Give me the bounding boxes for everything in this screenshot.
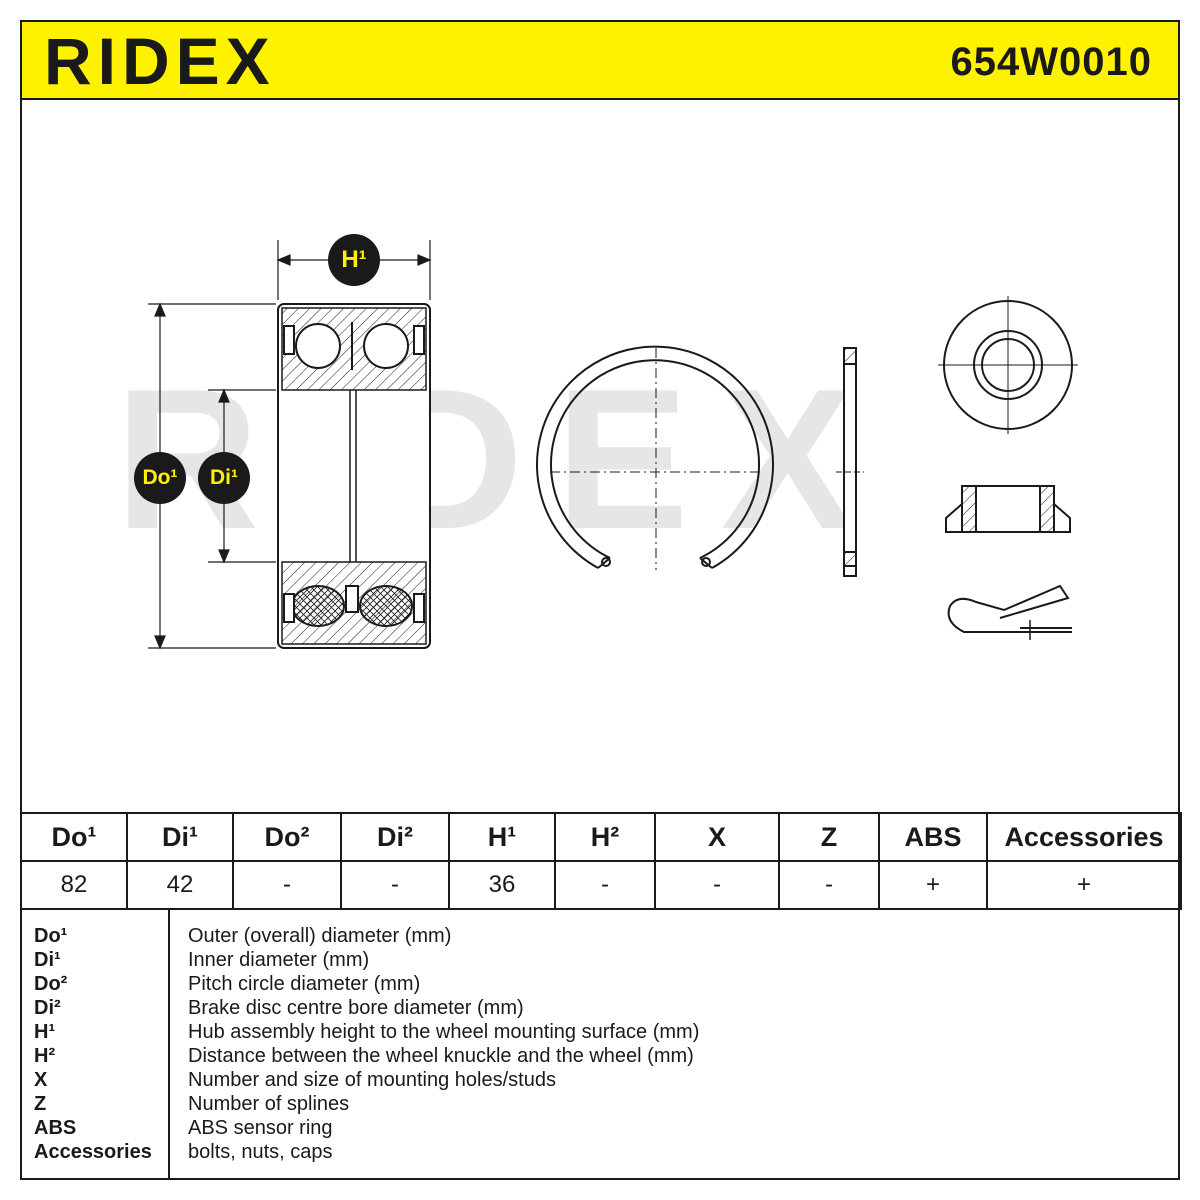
header-h2: H² [554, 812, 656, 862]
legend-row: Accessories bolts, nuts, caps [22, 1140, 1178, 1164]
header-do2: Do² [232, 812, 342, 862]
header-abs: ABS [878, 812, 988, 862]
legend-desc: Inner diameter (mm) [188, 949, 370, 971]
badge-di1: Di¹ [198, 452, 250, 504]
legend-desc: Number and size of mounting holes/studs [188, 1069, 556, 1091]
nut-side-view [945, 485, 1071, 533]
value-do1: 82 [20, 860, 128, 910]
legend-row: H¹ Hub assembly height to the wheel moun… [22, 1020, 1178, 1044]
legend-row: Do² Pitch circle diameter (mm) [22, 972, 1178, 996]
header-h1: H¹ [448, 812, 556, 862]
legend-desc: Number of splines [188, 1093, 350, 1115]
legend-row: Do¹ Outer (overall) diameter (mm) [22, 924, 1178, 948]
legend-key: Di¹ [34, 949, 61, 971]
header-do1: Do¹ [20, 812, 128, 862]
legend-key: Do¹ [34, 925, 68, 947]
specs-table: Do¹ Di¹ Do² Di² H¹ H² X Z ABS Accessorie… [20, 812, 1182, 910]
legend-desc: Brake disc centre bore diameter (mm) [188, 997, 524, 1019]
legend-desc: Hub assembly height to the wheel mountin… [188, 1021, 700, 1043]
part-number: 654W0010 [950, 40, 1152, 84]
specs-header-row: Do¹ Di¹ Do² Di² H¹ H² X Z ABS Accessorie… [20, 812, 1182, 862]
value-h2: - [554, 860, 656, 910]
badge-h1: H¹ [328, 234, 380, 286]
legend-key: Accessories [34, 1141, 152, 1163]
circlip [536, 345, 774, 570]
value-di1: 42 [126, 860, 234, 910]
legend-key: Do² [34, 973, 68, 995]
legend-desc: Pitch circle diameter (mm) [188, 973, 421, 995]
legend-row: ABS ABS sensor ring [22, 1116, 1178, 1140]
header-di1: Di¹ [126, 812, 234, 862]
legend-row: Di² Brake disc centre bore diameter (mm) [22, 996, 1178, 1020]
legend-desc: Distance between the wheel knuckle and t… [188, 1045, 694, 1067]
header-bar: RIDEX 654W0010 [20, 20, 1180, 100]
legend-key: X [34, 1069, 48, 1091]
value-accessories: + [986, 860, 1182, 910]
circlip-side-view [836, 347, 864, 577]
value-x: - [654, 860, 780, 910]
legend-desc: Outer (overall) diameter (mm) [188, 925, 452, 947]
legend-key: Di² [34, 997, 61, 1019]
value-z: - [778, 860, 880, 910]
header-di2: Di² [340, 812, 450, 862]
bearing-section [277, 303, 431, 649]
legend-divider [168, 910, 170, 1178]
legend-key: Z [34, 1093, 47, 1115]
legend-key: ABS [34, 1117, 77, 1139]
technical-drawing [148, 240, 1078, 650]
legend-row: H² Distance between the wheel knuckle an… [22, 1044, 1178, 1068]
value-h1: 36 [448, 860, 556, 910]
specs-value-row: 82 42 - - 36 - - - + + [20, 860, 1182, 910]
legend-row: Di¹ Inner diameter (mm) [22, 948, 1178, 972]
legend-desc: ABS sensor ring [188, 1117, 333, 1139]
value-abs: + [878, 860, 988, 910]
legend-key: H¹ [34, 1021, 56, 1043]
legend-row: X Number and size of mounting holes/stud… [22, 1068, 1178, 1092]
brand-logo: RIDEX [44, 24, 276, 98]
legend-row: Z Number of splines [22, 1092, 1178, 1116]
header-accessories: Accessories [986, 812, 1182, 862]
header-x: X [654, 812, 780, 862]
value-di2: - [340, 860, 450, 910]
legend-box: Do¹ Outer (overall) diameter (mm) Di¹ In… [20, 908, 1180, 1180]
legend-desc: bolts, nuts, caps [188, 1141, 333, 1163]
legend-key: H² [34, 1045, 56, 1067]
cotter-pin [947, 584, 1072, 640]
header-z: Z [778, 812, 880, 862]
badge-do1: Do¹ [134, 452, 186, 504]
nut-top-view [938, 296, 1078, 434]
value-do2: - [232, 860, 342, 910]
